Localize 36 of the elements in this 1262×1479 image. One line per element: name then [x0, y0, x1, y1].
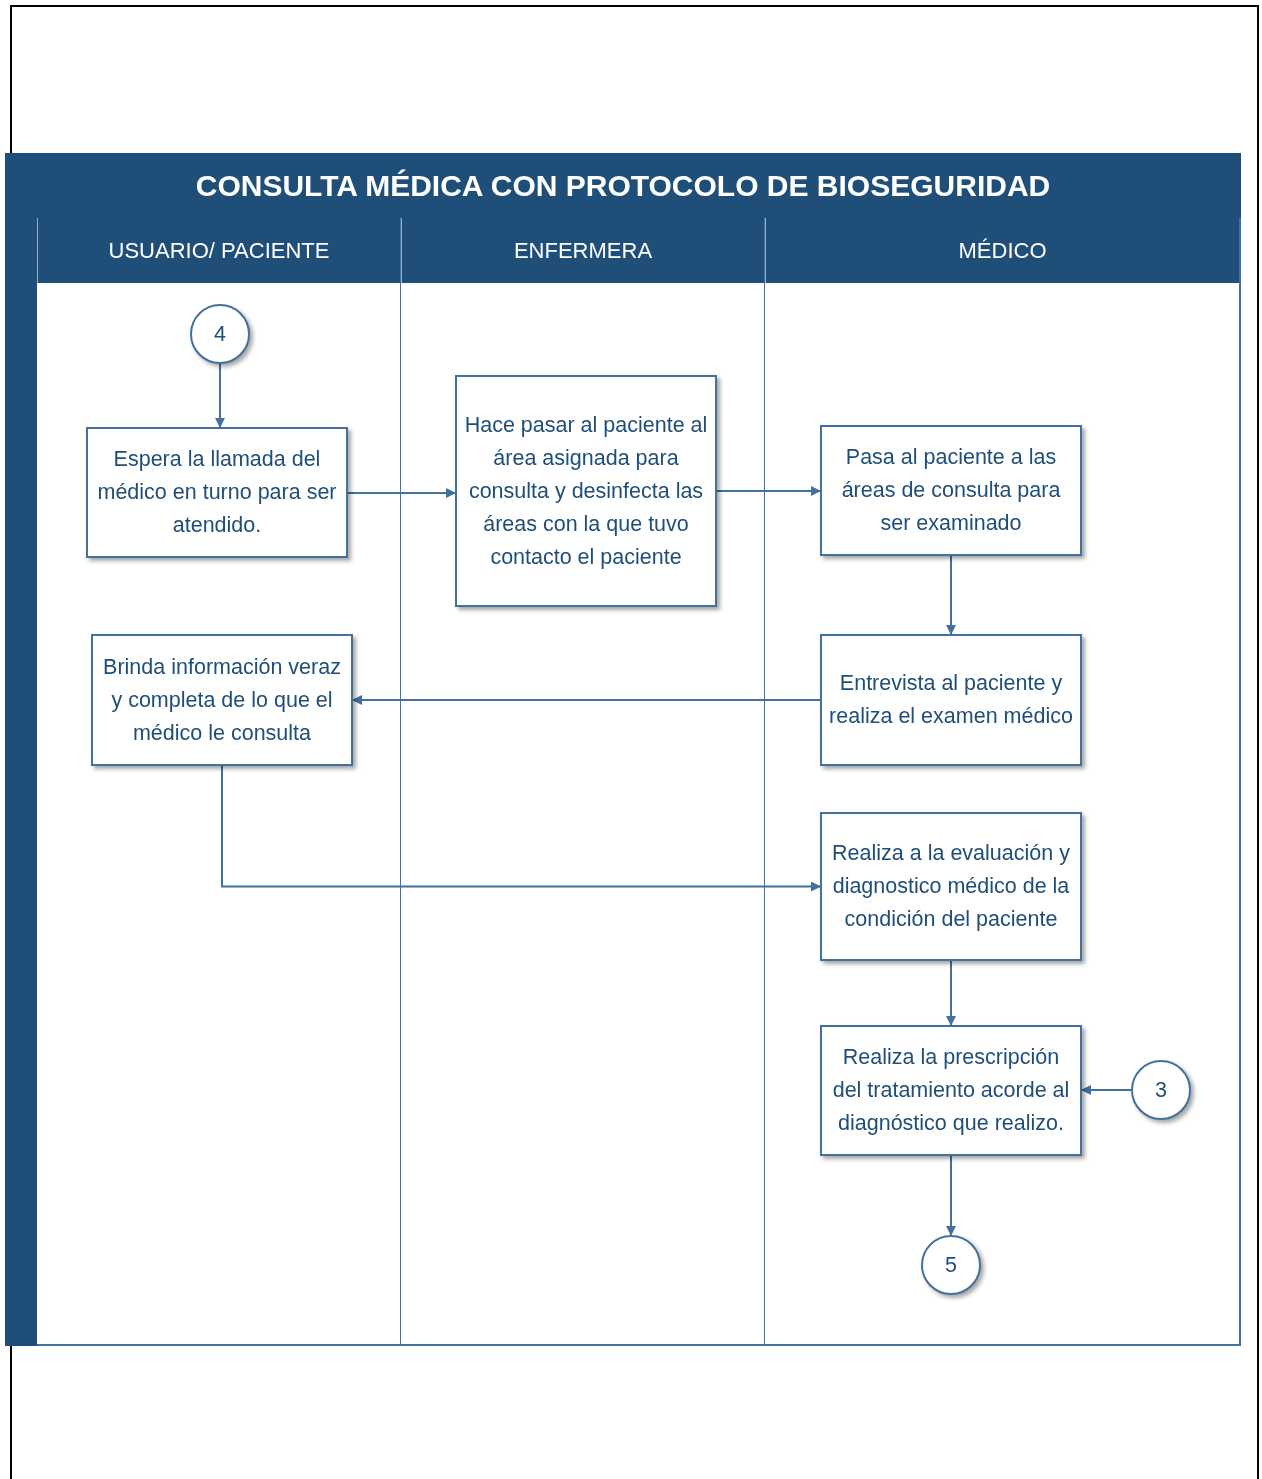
- lane-title: ENFERMERA: [513, 237, 653, 264]
- process-box: [91, 634, 353, 766]
- process-text: Hace pasar al paciente al área asignada para consulta y desinfecta las áreas con la que tuvo contacto el paciente: [463, 411, 709, 571]
- process-text: Realiza la prescripción del tratamiento acorde al diagnóstico que realizo.: [831, 1044, 1071, 1137]
- process-text: Entrevista al paciente y realiza el examen médico: [828, 670, 1074, 730]
- connector-number: 4: [214, 320, 226, 348]
- process-box: [820, 634, 1082, 766]
- connector-circle: [921, 1235, 981, 1295]
- arrow: [221, 765, 821, 892]
- arrow: [215, 363, 225, 428]
- process-box: [86, 427, 348, 558]
- process-text: Brinda información veraz y completa de lo que el médico le consulta: [102, 653, 342, 747]
- lane-title: USUARIO/ PACIENTE: [108, 237, 330, 264]
- process-box: [820, 1025, 1082, 1156]
- connector-number: 3: [1155, 1076, 1167, 1104]
- swimlane: [401, 218, 766, 1346]
- arrow: [946, 555, 956, 635]
- process-box: [455, 375, 717, 607]
- process-box: [820, 812, 1082, 961]
- connector-circle: [1131, 1060, 1191, 1120]
- connector-circle: [190, 304, 250, 364]
- process-text: Pasa al paciente a las áreas de consulta para ser examinado: [840, 444, 1062, 537]
- diagram-title: CONSULTA MÉDICA CON PROTOCOLO DE BIOSEGURIDAD: [195, 169, 1051, 203]
- arrow: [1081, 1085, 1132, 1095]
- process-box: [820, 425, 1082, 556]
- arrow: [716, 486, 821, 496]
- arrow: [347, 488, 456, 498]
- swimlane: [37, 218, 402, 1346]
- arrow: [946, 1155, 956, 1236]
- process-text: Realiza a la evaluación y diagnostico médico de la condición del paciente: [831, 840, 1071, 933]
- arrow: [352, 695, 821, 705]
- lane-title: MÉDICO: [958, 237, 1047, 264]
- process-text: Espera la llamada del médico en turno para ser atendido.: [96, 446, 338, 539]
- connector-number: 5: [945, 1251, 957, 1279]
- swimlane: [765, 218, 1241, 1346]
- arrow: [946, 960, 956, 1026]
